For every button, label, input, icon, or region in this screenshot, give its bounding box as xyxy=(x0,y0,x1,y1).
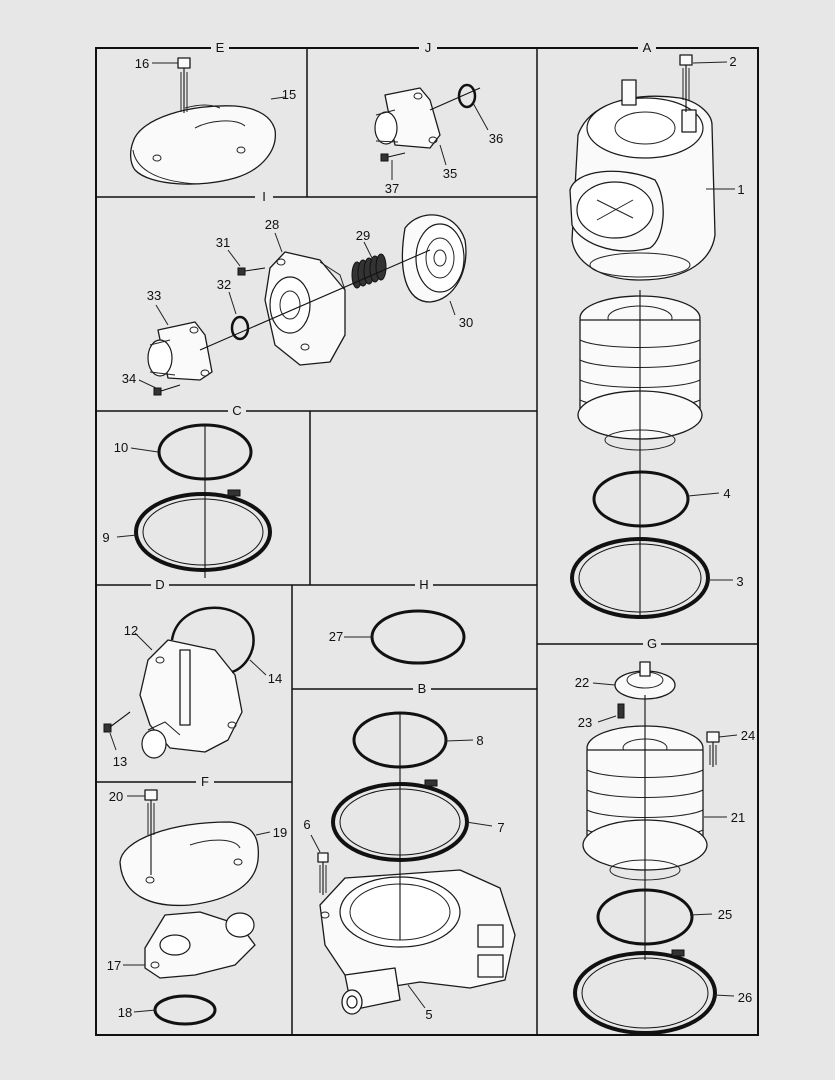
callout-1: 1 xyxy=(737,182,744,197)
callout-37: 37 xyxy=(385,181,399,196)
callout-13: 13 xyxy=(113,754,127,769)
part-ring-27 xyxy=(370,609,466,665)
part-oring-32 xyxy=(230,315,250,341)
part-flange-outlet-J xyxy=(374,87,441,149)
part-housing-12 xyxy=(139,639,243,759)
svg-text:G: G xyxy=(647,636,657,651)
part-screw-23 xyxy=(617,703,625,719)
part-bolt-2 xyxy=(679,54,693,112)
callout-31: 31 xyxy=(216,235,230,250)
callout-4: 4 xyxy=(723,486,730,501)
part-upper-housing-1 xyxy=(569,79,716,281)
callout-3: 3 xyxy=(736,574,743,589)
section-label-F: F xyxy=(196,774,214,789)
part-spring-29 xyxy=(351,253,387,289)
callout-18: 18 xyxy=(118,1005,132,1020)
part-screw-34 xyxy=(153,384,181,396)
section-label-G: G xyxy=(643,636,661,651)
section-label-B: B xyxy=(413,681,431,696)
svg-text:C: C xyxy=(232,403,241,418)
part-screw-31 xyxy=(237,267,266,276)
svg-text:F: F xyxy=(201,774,209,789)
svg-text:E: E xyxy=(216,40,225,55)
assembly-axis xyxy=(199,249,431,351)
part-ring-4 xyxy=(592,470,690,528)
callout-33: 33 xyxy=(147,288,161,303)
callout-16: 16 xyxy=(135,56,149,71)
part-oring-36 xyxy=(429,83,481,111)
callout-35: 35 xyxy=(443,166,457,181)
part-base-housing-5 xyxy=(319,869,516,1015)
callout-2: 2 xyxy=(729,54,736,69)
callout-28: 28 xyxy=(265,217,279,232)
callout-6: 6 xyxy=(303,817,310,832)
part-screw-13 xyxy=(103,711,131,733)
section-label-H: H xyxy=(415,577,433,592)
section-label-D: D xyxy=(151,577,169,592)
callout-15: 15 xyxy=(282,87,296,102)
part-seal-14 xyxy=(170,606,255,674)
part-screw-37 xyxy=(380,152,406,162)
callout-36: 36 xyxy=(489,131,503,146)
section-label-E: E xyxy=(211,40,229,55)
part-cover-plate-F xyxy=(119,821,260,907)
callout-7: 7 xyxy=(497,820,504,835)
part-bolt-20 xyxy=(144,789,158,875)
part-flange-outlet-33 xyxy=(147,321,213,381)
callout-5: 5 xyxy=(425,1007,432,1022)
svg-text:H: H xyxy=(419,577,428,592)
callout-32: 32 xyxy=(217,277,231,292)
callout-23: 23 xyxy=(578,715,592,730)
callout-19: 19 xyxy=(273,825,287,840)
part-housing-28 xyxy=(264,251,346,366)
callout-labels: 1 2 3 4 5 6 7 8 9 10 12 13 14 15 16 17 1… xyxy=(102,54,755,1022)
callout-21: 21 xyxy=(731,810,745,825)
callout-29: 29 xyxy=(356,228,370,243)
part-seal-26 xyxy=(573,949,717,1035)
leader-lines xyxy=(109,61,738,1013)
section-label-J: J xyxy=(419,40,437,55)
part-cover-plate-E xyxy=(129,104,276,185)
part-ring-9 xyxy=(134,489,272,572)
section-label-C: C xyxy=(228,403,246,418)
callout-12: 12 xyxy=(124,623,138,638)
svg-text:D: D xyxy=(155,577,164,592)
svg-text:I: I xyxy=(262,189,266,204)
callout-14: 14 xyxy=(268,671,282,686)
part-cap-22 xyxy=(614,661,676,700)
part-diaphragm-30 xyxy=(401,214,467,303)
part-fitting-17 xyxy=(144,911,256,979)
callout-9: 9 xyxy=(102,530,109,545)
part-bolt-24 xyxy=(706,731,720,767)
part-bolt-6 xyxy=(317,852,329,895)
svg-text:A: A xyxy=(643,40,652,55)
callout-34: 34 xyxy=(122,371,136,386)
part-bolt-16 xyxy=(177,57,191,113)
part-ring-18 xyxy=(153,994,217,1026)
callout-8: 8 xyxy=(476,733,483,748)
callout-10: 10 xyxy=(114,440,128,455)
callout-26: 26 xyxy=(738,990,752,1005)
callout-17: 17 xyxy=(107,958,121,973)
callout-20: 20 xyxy=(109,789,123,804)
section-label-I: I xyxy=(255,189,273,204)
callout-22: 22 xyxy=(575,675,589,690)
callout-27: 27 xyxy=(329,629,343,644)
callout-24: 24 xyxy=(741,728,755,743)
svg-text:J: J xyxy=(425,40,432,55)
section-label-A: A xyxy=(638,40,656,55)
callout-25: 25 xyxy=(718,907,732,922)
callout-30: 30 xyxy=(459,315,473,330)
svg-text:B: B xyxy=(418,681,427,696)
